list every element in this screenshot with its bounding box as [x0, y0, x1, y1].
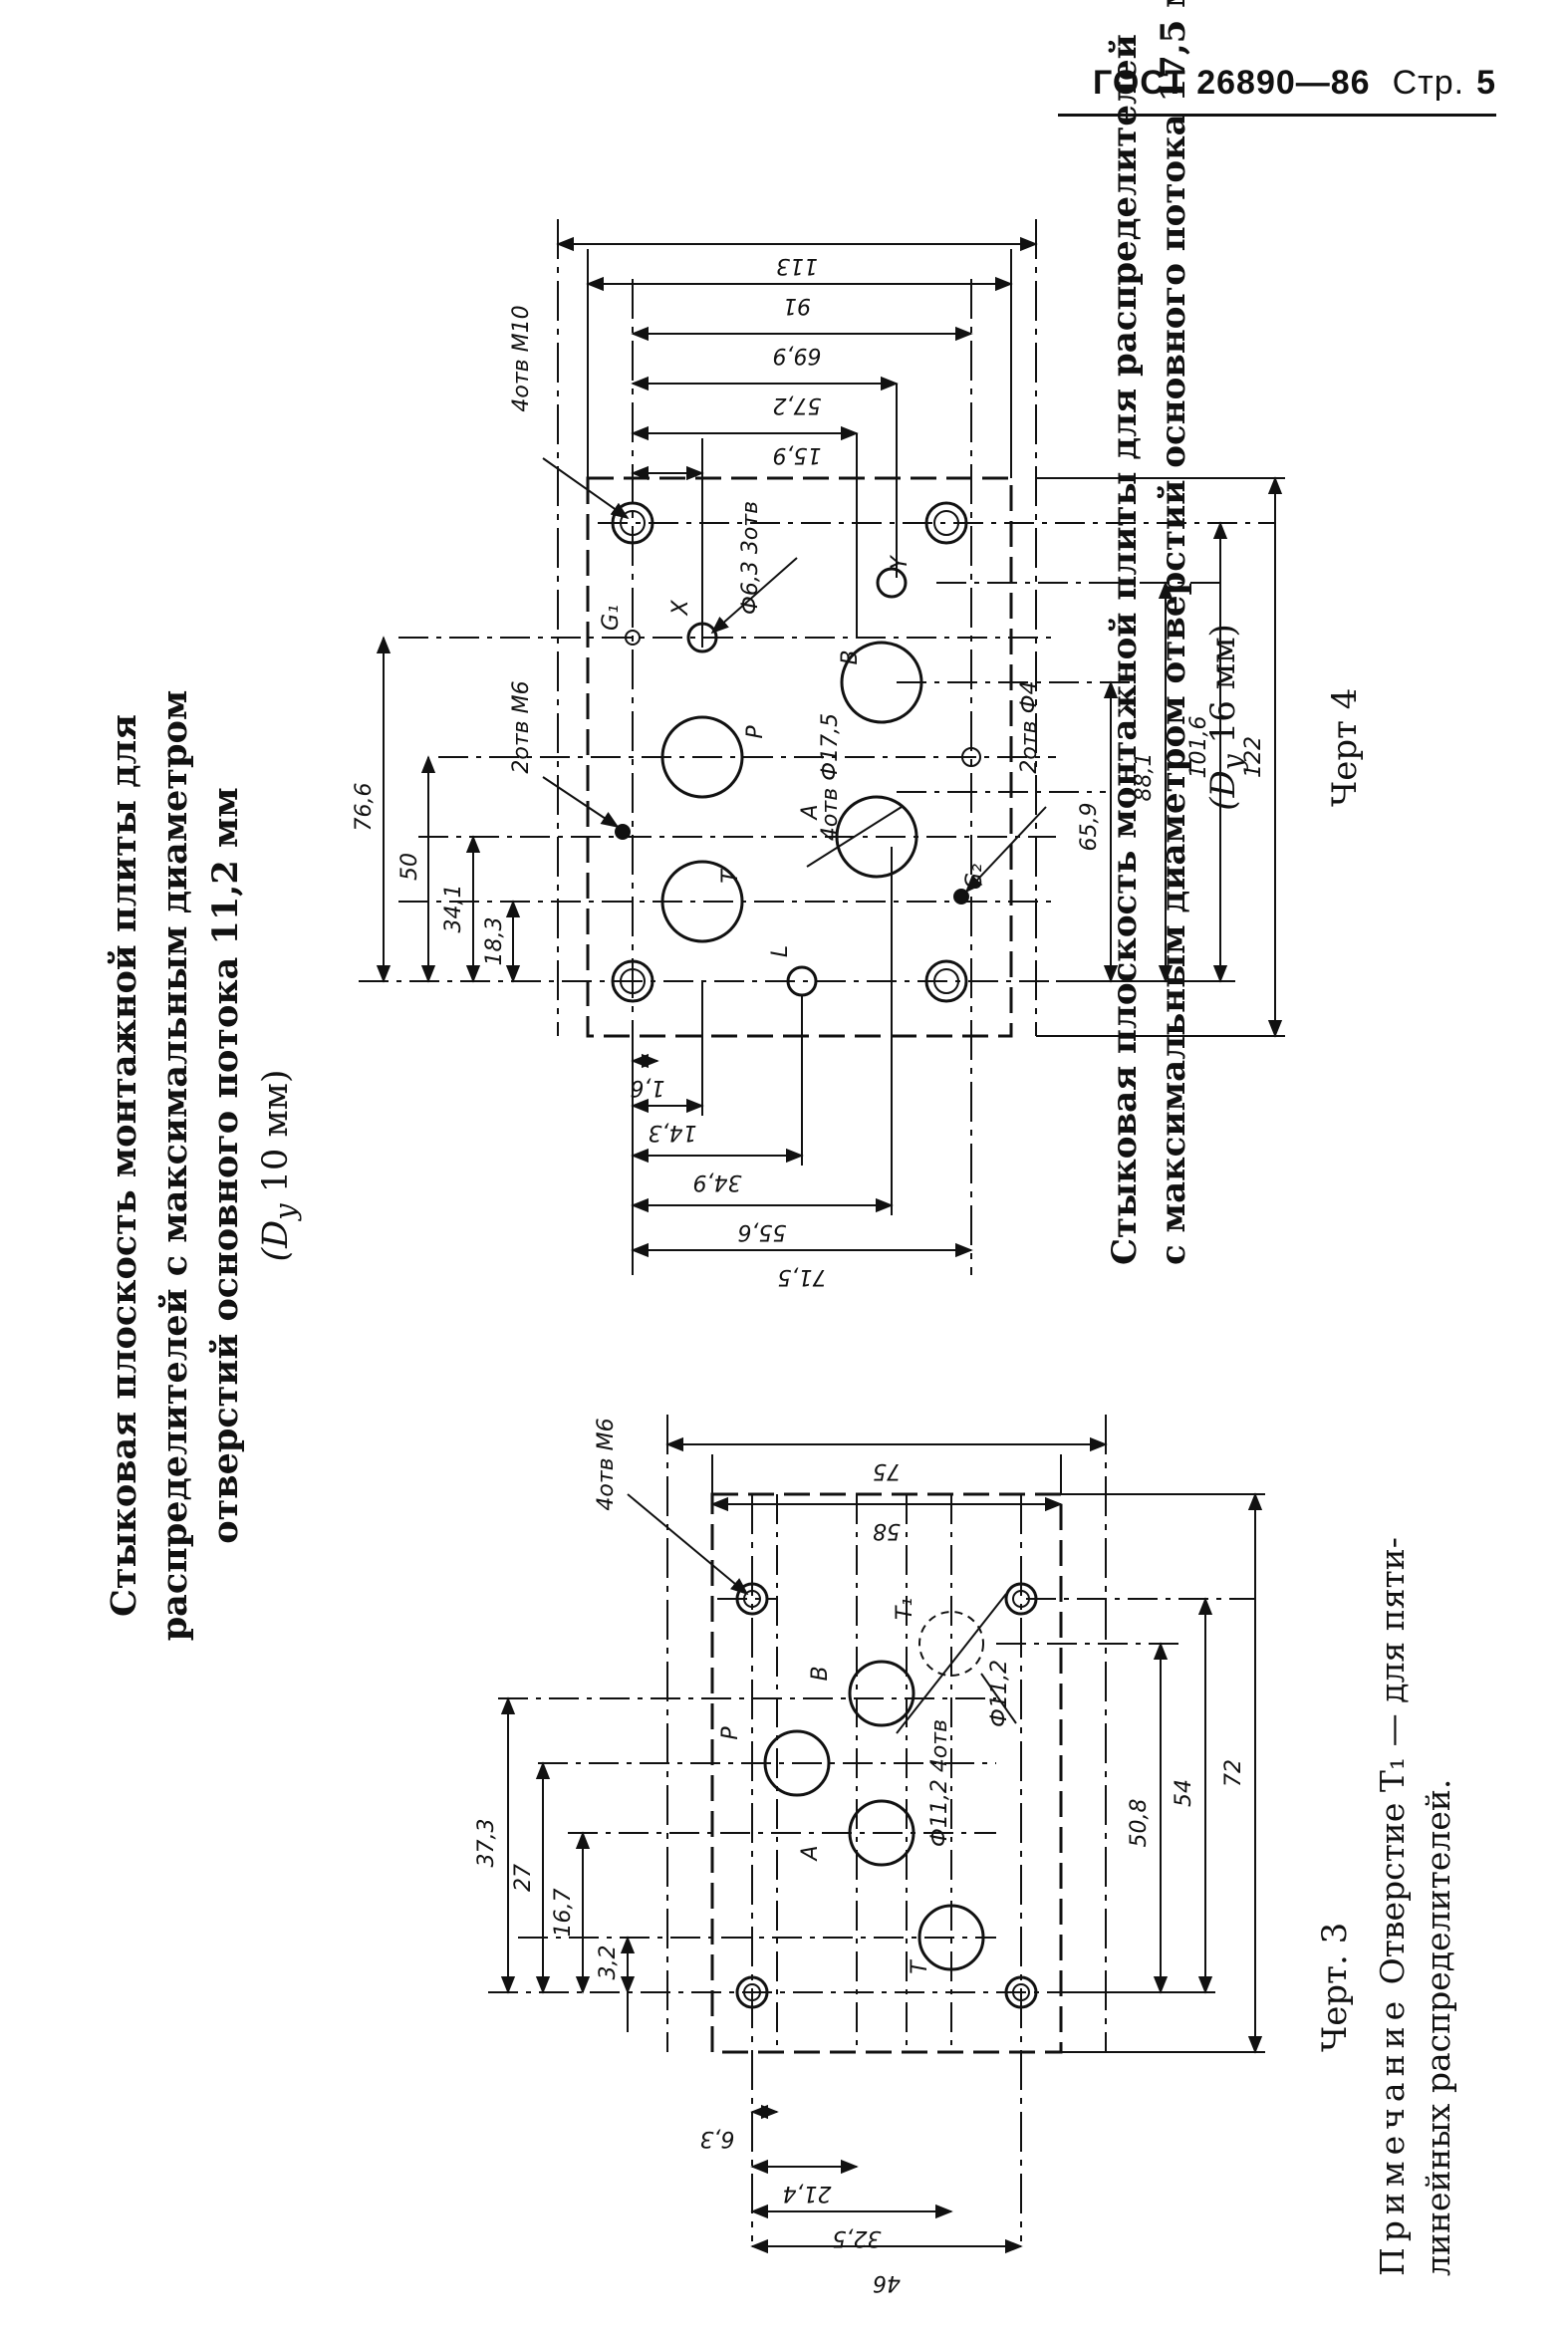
- left-port-label: B: [808, 1666, 833, 1681]
- left-port-label: T₁: [893, 1598, 917, 1620]
- right-port-label: G₂: [962, 864, 987, 890]
- port-p-hole: [660, 715, 744, 799]
- left-port-p-hole: [763, 1729, 831, 1797]
- right-dim-label: 71,5: [778, 1264, 827, 1289]
- port-b-hole: [840, 641, 923, 724]
- left-callout-label: 4отв М6: [594, 1418, 619, 1510]
- right-dim-label: 18,3: [482, 917, 507, 966]
- right-port-label: X: [668, 600, 693, 617]
- left-port-label: P: [718, 1726, 743, 1740]
- page-word: Стр.: [1392, 64, 1465, 102]
- page-header: ГОСТ 26890—86 Стр. 5: [1093, 64, 1496, 103]
- left-dim-label: 32,5: [833, 2225, 882, 2250]
- left-drawing: [488, 1415, 1265, 2254]
- right-callout-label: 2отв Ф4: [1017, 680, 1042, 773]
- port-a-hole: [835, 795, 918, 879]
- right-port-label: L: [768, 945, 793, 957]
- right-dim-label: 15,9: [773, 442, 822, 467]
- left-port-label: T: [908, 1959, 932, 1974]
- right-dim-label: 91: [783, 293, 811, 318]
- right-drawing: [359, 219, 1285, 1275]
- right-port-label: P: [743, 725, 768, 739]
- left-labels: P B A T T₁ 4отв М6 Ф11,2 4отв Ф11,2 75 58 37,3 27 16…: [474, 1418, 1246, 2295]
- right-dim-label: 65,9: [1077, 803, 1102, 852]
- left-plate-outline: [710, 1492, 1063, 2054]
- left-dim-label: 46: [873, 2270, 901, 2295]
- right-dim-label: 50: [397, 853, 422, 881]
- left-dim-label: 16,7: [551, 1889, 576, 1938]
- right-dim-label: 113: [776, 253, 818, 278]
- right-callout-label: 4отв Ф17,5: [818, 713, 843, 841]
- left-port-label: A: [798, 1845, 823, 1862]
- left-dim-label: 6,3: [700, 2126, 735, 2151]
- right-dim-label: 76,6: [352, 783, 377, 832]
- right-dim-label: 69,9: [773, 343, 822, 368]
- right-dim-label: 55,6: [738, 1219, 787, 1244]
- right-callout-label: 4отв М10: [509, 305, 534, 411]
- port-t-hole: [660, 860, 744, 943]
- left-dim-label: 58: [873, 1518, 901, 1543]
- left-dim-label: 72: [1221, 1759, 1246, 1787]
- right-dim-label: 88,1: [1132, 753, 1157, 802]
- left-dim-label: 37,3: [474, 1819, 499, 1868]
- page-number: 5: [1476, 64, 1496, 102]
- right-dim-label: 101,6: [1186, 716, 1211, 779]
- standard-number: ГОСТ 26890—86: [1093, 64, 1371, 102]
- right-dim-label: 34,9: [693, 1169, 742, 1194]
- right-dim-label: 57,2: [773, 392, 822, 417]
- left-dim-label: 54: [1172, 1779, 1196, 1807]
- left-dim-label: 21,4: [783, 2181, 832, 2206]
- left-callout-label: Ф11,2 4отв: [927, 1719, 952, 1847]
- left-dim-label: 50,8: [1127, 1799, 1152, 1848]
- left-port-a-hole: [848, 1799, 915, 1867]
- header-rule: [1058, 114, 1496, 117]
- left-callout-label: Ф11,2: [987, 1660, 1012, 1727]
- right-callout-label: Ф6,3 3отв: [738, 501, 763, 615]
- left-dim-label: 27: [511, 1864, 536, 1892]
- right-port-label: B: [838, 649, 863, 664]
- left-port-b-hole: [848, 1660, 915, 1727]
- right-dim-label: 1,6: [631, 1075, 665, 1100]
- right-port-label: T: [718, 869, 743, 884]
- right-dim-label: 122: [1241, 736, 1266, 778]
- right-dim-label: 14,3: [649, 1120, 697, 1145]
- left-port-t1-hole: [918, 1611, 984, 1677]
- right-dim-label: 34,1: [441, 885, 466, 933]
- left-dim-label: 75: [873, 1458, 901, 1483]
- right-port-label: G₁: [599, 605, 624, 631]
- right-port-label: Y: [888, 555, 913, 570]
- left-port-t-hole: [917, 1904, 985, 1971]
- right-port-label: A: [798, 804, 823, 821]
- right-callout-label: 2отв М6: [509, 680, 534, 773]
- left-dim-label: 3,2: [596, 1946, 621, 1980]
